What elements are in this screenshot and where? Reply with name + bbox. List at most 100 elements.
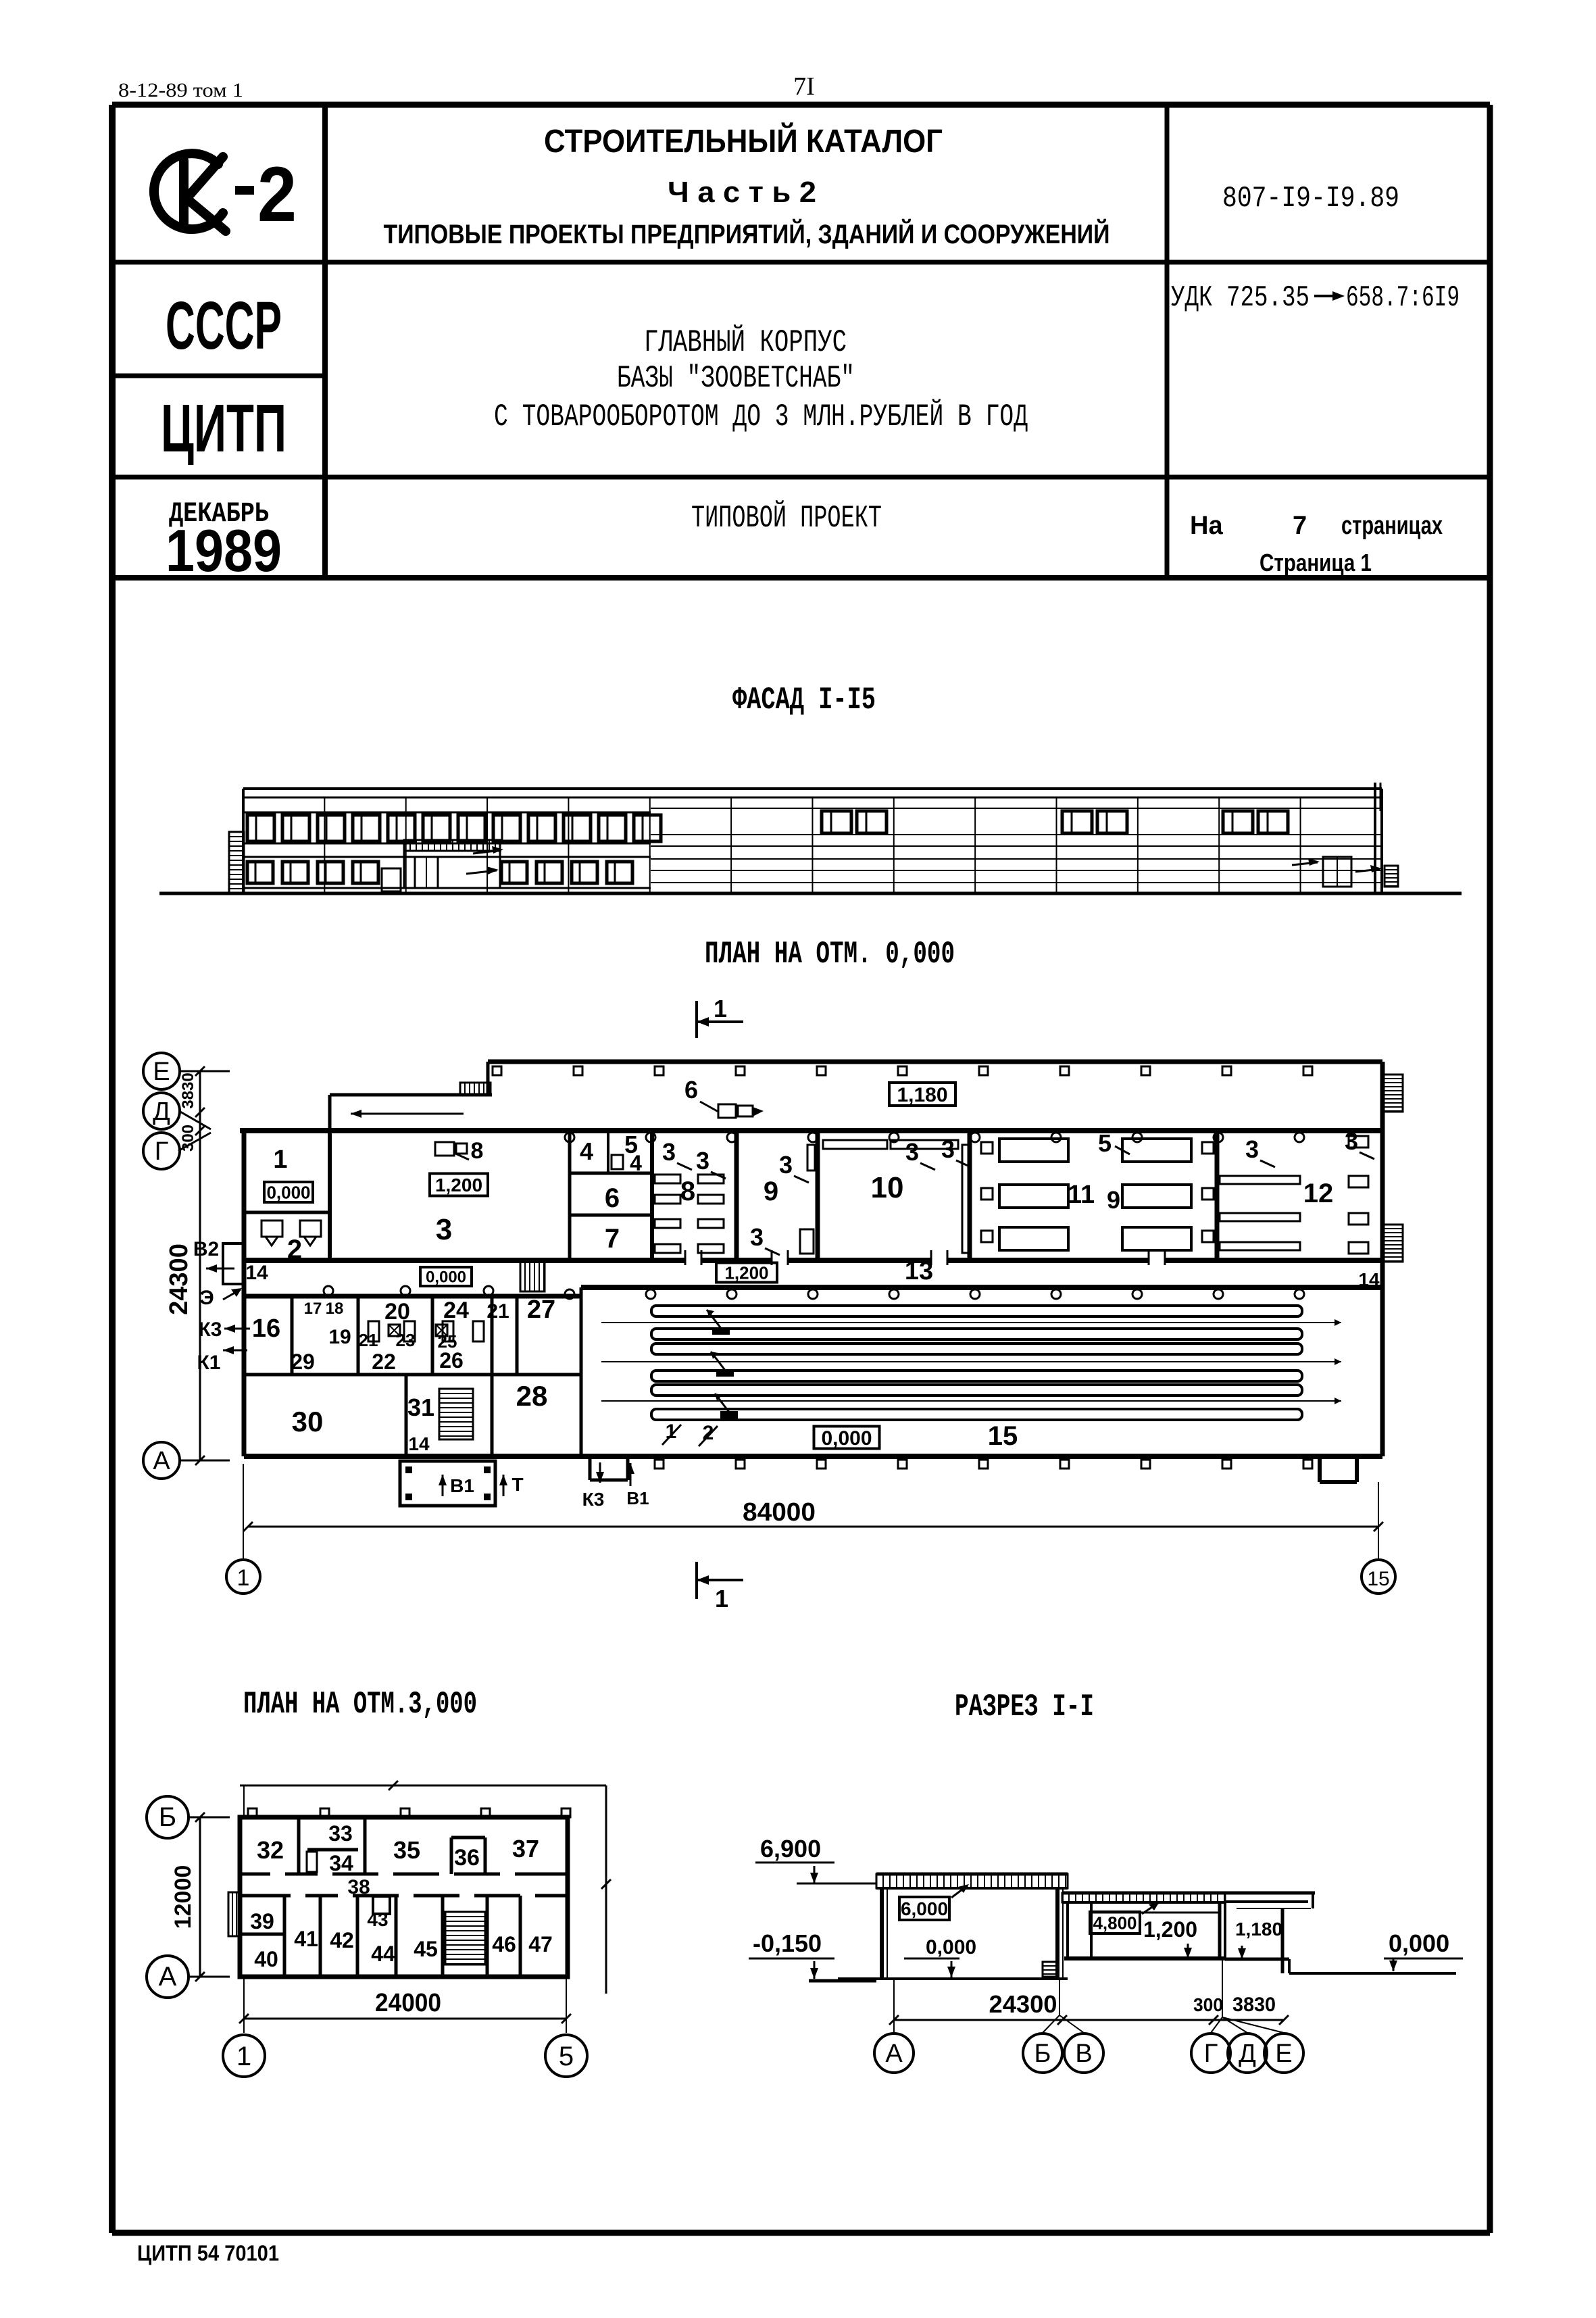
svg-text:6: 6	[605, 1183, 620, 1213]
svg-text:0,000: 0,000	[821, 1427, 872, 1450]
svg-text:27: 27	[527, 1296, 555, 1324]
svg-text:Б: Б	[1034, 2040, 1051, 2068]
svg-text:Д: Д	[1239, 2040, 1256, 2068]
svg-text:К3: К3	[199, 1318, 222, 1341]
svg-text:3: 3	[905, 1138, 919, 1166]
svg-text:43: 43	[367, 1909, 388, 1930]
svg-text:300: 300	[179, 1125, 197, 1152]
svg-text:24000: 24000	[375, 1989, 441, 2017]
svg-text:1: 1	[273, 1145, 287, 1174]
svg-text:807-I9-I9.89: 807-I9-I9.89	[1222, 182, 1399, 216]
svg-text:26: 26	[439, 1348, 464, 1373]
svg-text:33: 33	[328, 1821, 353, 1846]
svg-text:0,000: 0,000	[426, 1268, 466, 1287]
svg-text:6,900: 6,900	[760, 1835, 821, 1863]
svg-text:7: 7	[605, 1224, 620, 1254]
svg-text:38: 38	[347, 1876, 370, 1898]
svg-text:ФАСАД I-I5: ФАСАД I-I5	[732, 683, 876, 718]
svg-text:8: 8	[680, 1177, 695, 1206]
svg-text:-0,150: -0,150	[753, 1929, 822, 1957]
svg-text:0,000: 0,000	[1389, 1929, 1449, 1957]
svg-text:А: А	[885, 2040, 903, 2068]
svg-text:УДК 725.35: УДК 725.35	[1171, 281, 1310, 315]
svg-text:Т: Т	[512, 1474, 523, 1495]
svg-text:4: 4	[630, 1151, 642, 1175]
svg-text:30: 30	[292, 1406, 324, 1437]
svg-text:6: 6	[684, 1076, 698, 1104]
svg-text:3: 3	[750, 1223, 764, 1251]
svg-text:К1: К1	[197, 1352, 221, 1374]
svg-text:1,180: 1,180	[897, 1084, 947, 1106]
svg-text:18: 18	[326, 1300, 344, 1318]
svg-text:3: 3	[941, 1135, 955, 1163]
svg-text:3830: 3830	[1232, 1994, 1276, 2016]
svg-text:Е: Е	[1275, 2040, 1292, 2068]
svg-text:ТИПОВОЙ ПРОЕКТ: ТИПОВОЙ ПРОЕКТ	[691, 500, 882, 536]
svg-text:10: 10	[871, 1171, 904, 1204]
svg-text:5: 5	[1098, 1129, 1112, 1157]
svg-text:3: 3	[1345, 1127, 1358, 1155]
svg-text:45: 45	[414, 1937, 438, 1961]
svg-text:1989: 1989	[166, 517, 282, 584]
svg-text:Д: Д	[153, 1098, 170, 1126]
svg-text:28: 28	[516, 1380, 548, 1412]
svg-text:24300: 24300	[165, 1243, 193, 1315]
svg-text:14: 14	[1358, 1269, 1380, 1290]
svg-text:2: 2	[257, 151, 297, 238]
svg-text:1: 1	[715, 1585, 728, 1612]
svg-text:5: 5	[559, 2042, 574, 2071]
svg-text:СССР: СССР	[166, 288, 282, 364]
svg-text:1,200: 1,200	[1143, 1917, 1197, 1942]
svg-text:42: 42	[330, 1928, 354, 1952]
svg-text:36: 36	[454, 1845, 480, 1871]
svg-text:12000: 12000	[170, 1865, 196, 1929]
svg-text:К3: К3	[582, 1489, 605, 1510]
svg-text:А: А	[159, 1962, 177, 1992]
svg-text:11: 11	[1068, 1181, 1095, 1209]
svg-text:ГЛАВНЫЙ КОРПУС: ГЛАВНЫЙ КОРПУС	[644, 324, 847, 360]
svg-text:32: 32	[257, 1836, 284, 1864]
svg-text:1,200: 1,200	[435, 1175, 482, 1195]
svg-text:84000: 84000	[743, 1498, 816, 1527]
svg-text:2: 2	[287, 1235, 302, 1264]
svg-text:24: 24	[443, 1298, 469, 1323]
svg-text:ДЕКАБРЬ: ДЕКАБРЬ	[169, 497, 269, 530]
svg-text:39: 39	[250, 1909, 274, 1933]
svg-text:25: 25	[438, 1331, 457, 1352]
svg-text:0,000: 0,000	[266, 1182, 310, 1202]
svg-text:В2: В2	[193, 1238, 219, 1260]
svg-text:29: 29	[291, 1350, 315, 1374]
svg-text:ЦИТП 54 70101: ЦИТП 54 70101	[137, 2241, 279, 2265]
svg-text:Э: Э	[199, 1287, 214, 1309]
svg-text:17: 17	[304, 1300, 322, 1318]
svg-text:40: 40	[254, 1947, 278, 1971]
svg-text:14: 14	[245, 1262, 268, 1284]
svg-text:1,200: 1,200	[724, 1262, 768, 1283]
svg-text:3830: 3830	[179, 1072, 197, 1108]
svg-text:21: 21	[359, 1330, 378, 1350]
svg-text:1,180: 1,180	[1235, 1919, 1282, 1940]
svg-text:В1: В1	[450, 1475, 474, 1496]
svg-text:300: 300	[1193, 1994, 1223, 2015]
svg-text:1: 1	[236, 2042, 251, 2071]
svg-text:4,800: 4,800	[1093, 1913, 1137, 1933]
svg-text:8: 8	[471, 1138, 484, 1164]
svg-text:3: 3	[696, 1147, 709, 1175]
svg-text:5: 5	[624, 1131, 638, 1158]
svg-text:47: 47	[528, 1932, 553, 1956]
svg-text:ТИПОВЫЕ ПРОЕКТЫ ПРЕДПРИЯТИЙ, З: ТИПОВЫЕ ПРОЕКТЫ ПРЕДПРИЯТИЙ, ЗДАНИЙ И СО…	[384, 218, 1110, 249]
svg-text:34: 34	[329, 1851, 353, 1875]
svg-text:С ТОВАРООБОРОТОМ ДО 3 МЛН.РУБЛ: С ТОВАРООБОРОТОМ ДО 3 МЛН.РУБЛЕЙ В ГОД	[494, 399, 1028, 435]
svg-text:БАЗЫ "ЗООВЕТСНАБ": БАЗЫ "ЗООВЕТСНАБ"	[617, 361, 855, 396]
svg-text:12: 12	[1303, 1179, 1334, 1208]
svg-text:ПЛАН НА ОТМ.3,000: ПЛАН НА ОТМ.3,000	[243, 1687, 477, 1722]
svg-text:3: 3	[1245, 1135, 1259, 1163]
svg-text:СТРОИТЕЛЬНЫЙ КАТАЛОГ: СТРОИТЕЛЬНЫЙ КАТАЛОГ	[544, 122, 943, 159]
svg-text:На: На	[1190, 512, 1223, 540]
svg-text:Г: Г	[155, 1137, 169, 1166]
svg-text:3: 3	[436, 1213, 452, 1246]
svg-text:1: 1	[237, 1565, 250, 1591]
svg-text:41: 41	[294, 1927, 318, 1951]
svg-text:13: 13	[905, 1257, 933, 1285]
svg-text:15: 15	[1367, 1568, 1389, 1590]
